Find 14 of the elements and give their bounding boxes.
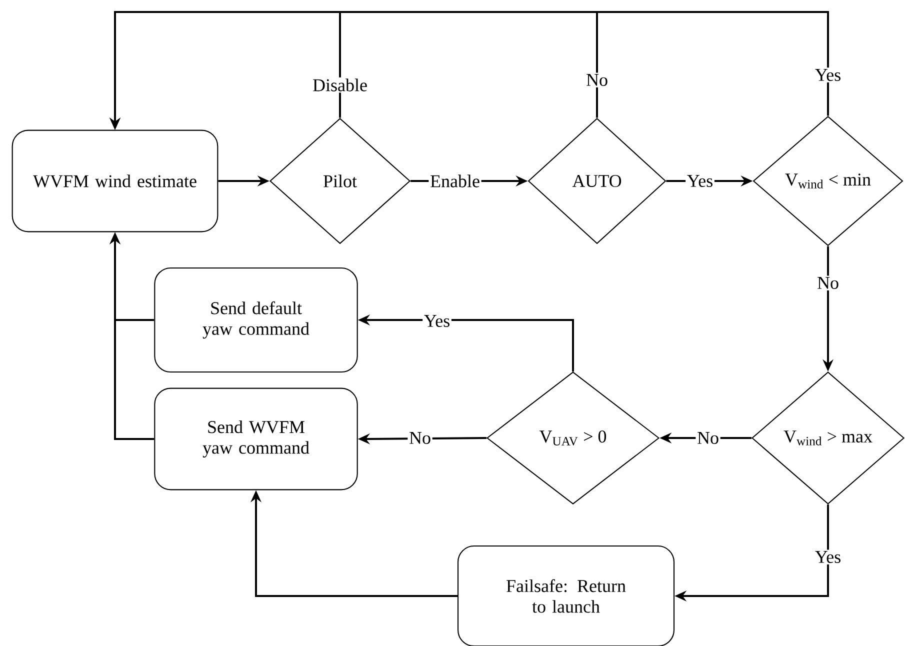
edge-label: Yes [814,550,842,564]
edge-label: No [696,430,720,446]
process-box: Send WVFM yaw command [154,388,358,490]
edge-label: No [584,72,610,88]
edge-label: Enable [428,173,482,189]
edge-label: Yes [686,174,714,188]
process-box: Failsafe: Return to launch [457,545,675,646]
edge-label: Yes [422,314,452,328]
edge-label: No [816,276,840,290]
process-box: Send default yaw command [154,267,358,373]
edge-label: Yes [814,68,842,82]
edge-label: No [408,430,432,446]
process-box: WVFM wind estimate [12,130,218,232]
edge-label: Disable [311,77,369,93]
